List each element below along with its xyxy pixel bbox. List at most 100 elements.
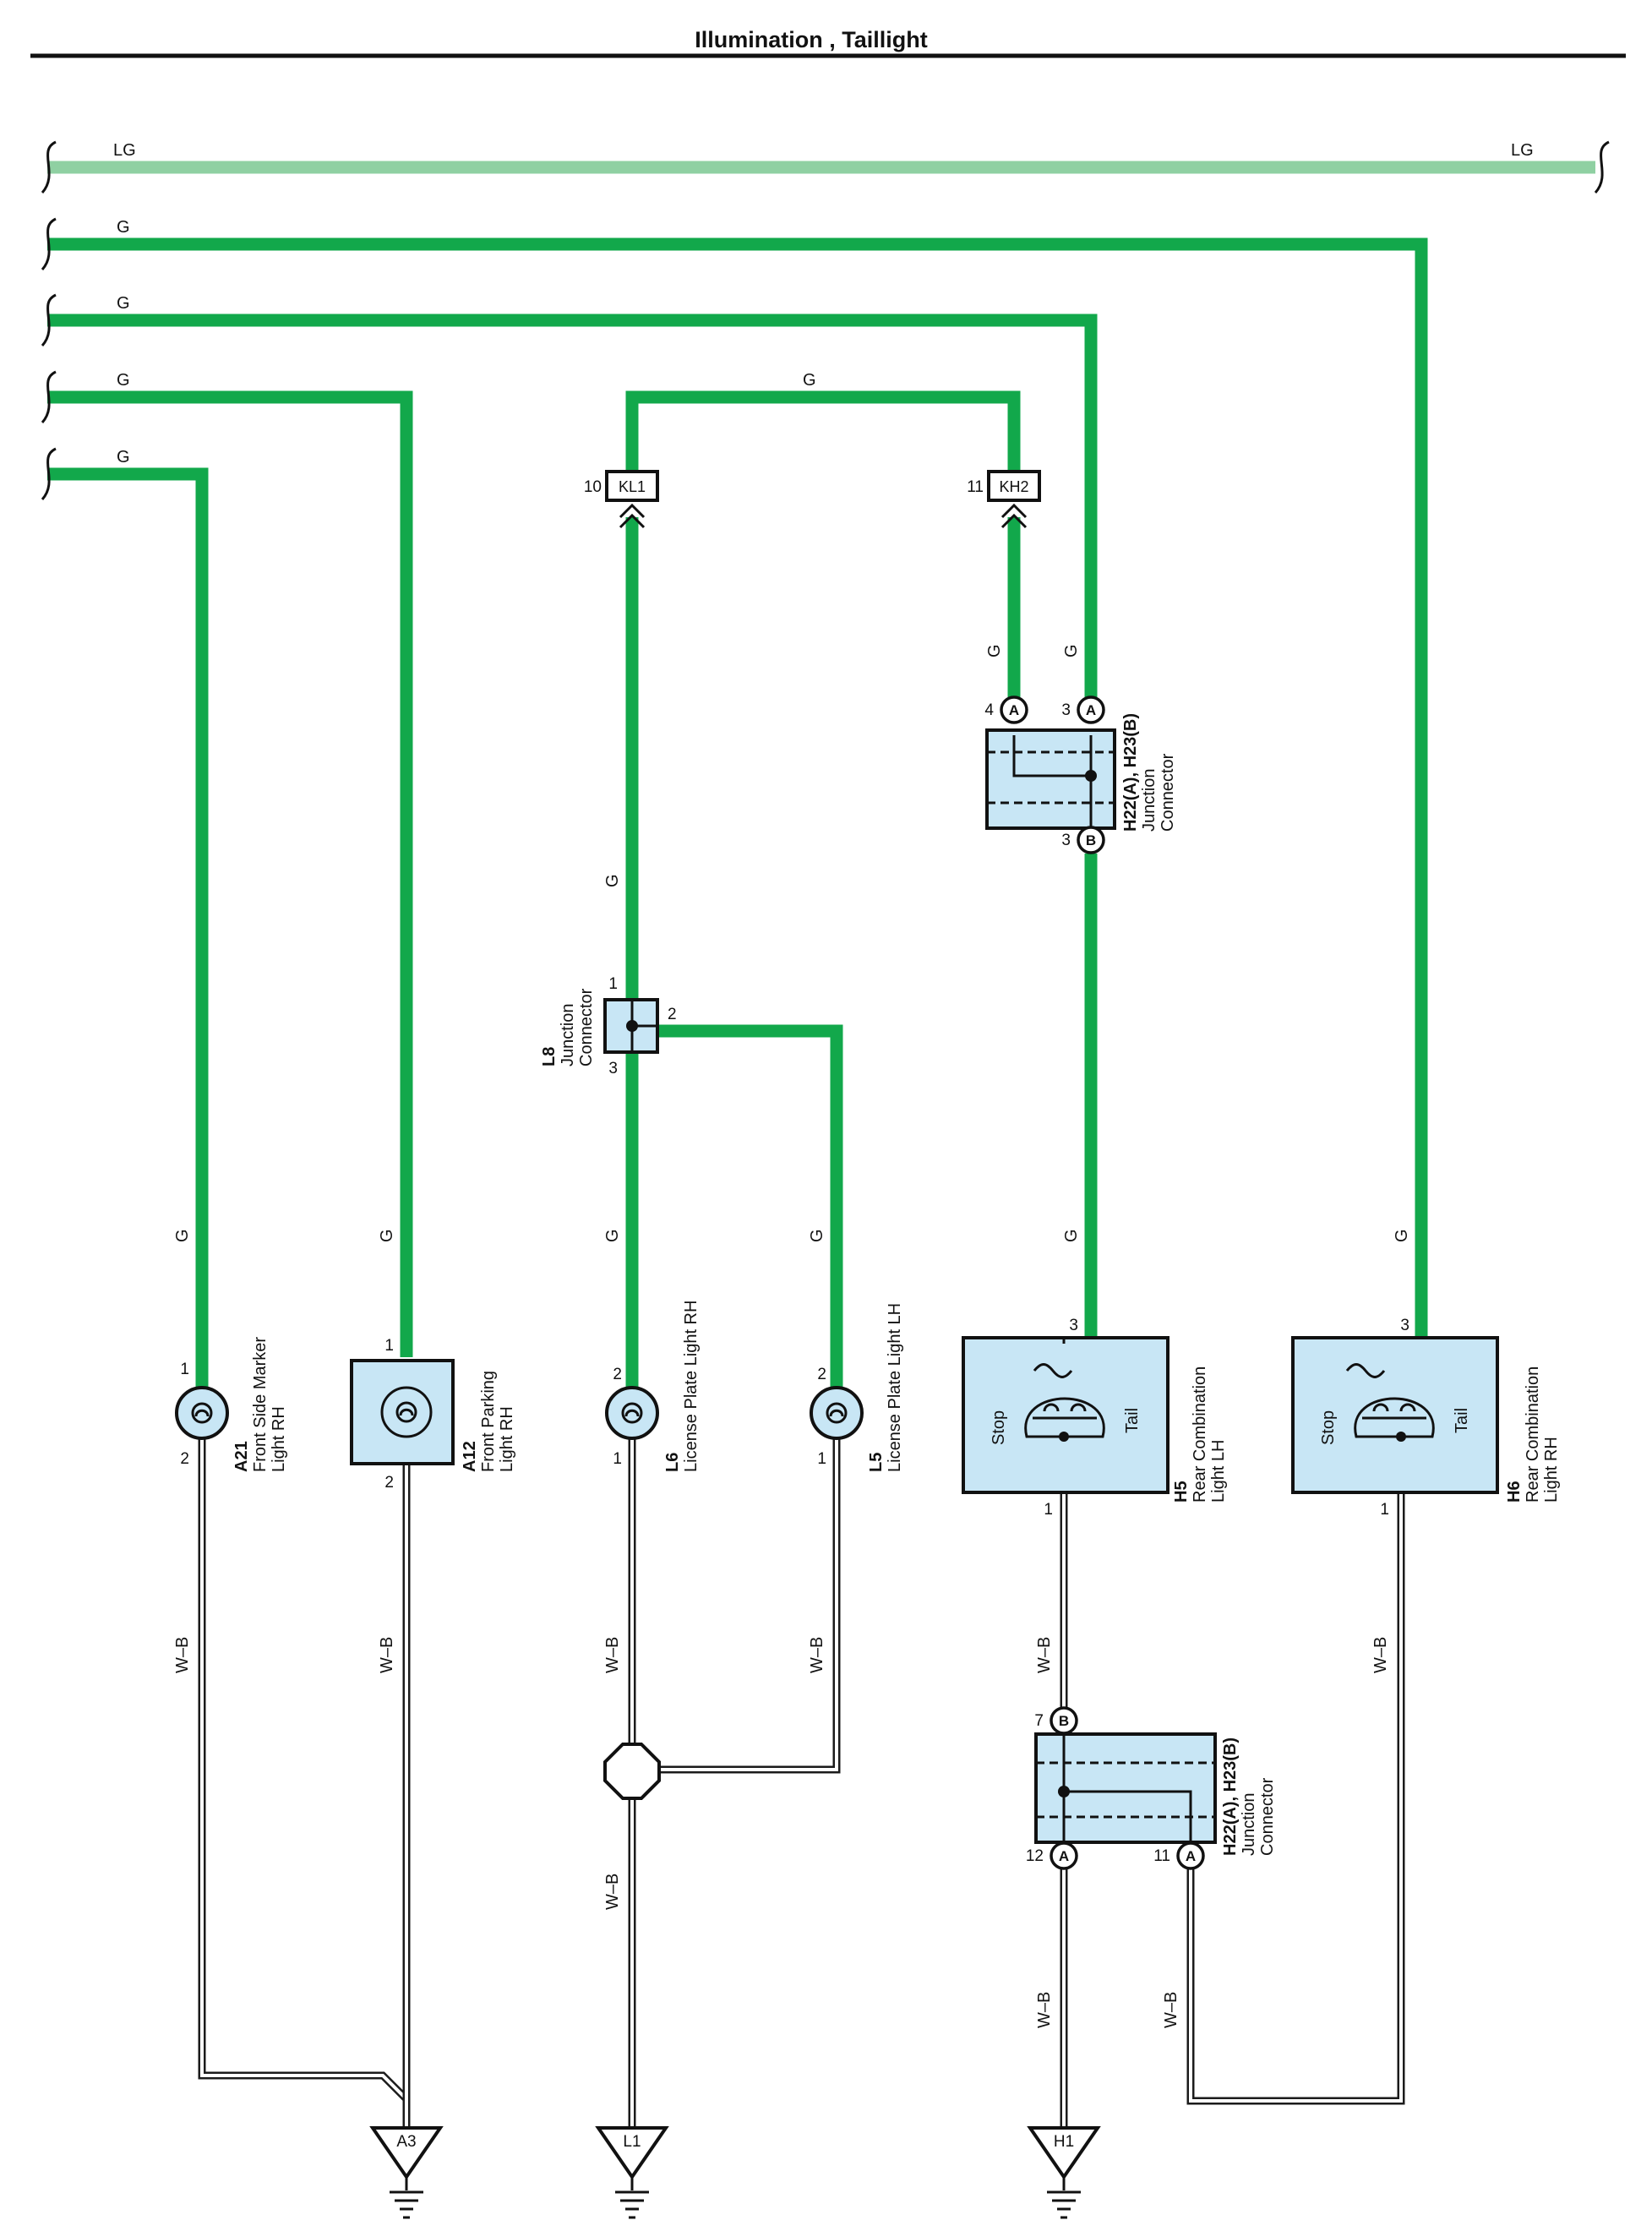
component-name: Light RH <box>1542 1437 1561 1503</box>
wire-label-g: G <box>117 448 130 466</box>
wire-break-g1 <box>41 217 57 271</box>
wire-label-lg-right: LG <box>1511 141 1534 160</box>
wire-g-h6 <box>47 237 1428 1338</box>
component-code: H22(A), H23(B) <box>1221 1737 1240 1856</box>
pin-number: 2 <box>384 1474 394 1492</box>
component-name: Rear Combination <box>1191 1366 1209 1503</box>
terminal-circle <box>1176 1841 1205 1870</box>
wire-g-a12 <box>47 390 413 1357</box>
ground-label: A3 <box>396 2133 416 2151</box>
wire-label-g: G <box>173 1229 192 1242</box>
terminal-circle <box>1050 1841 1078 1870</box>
wire-break-g2 <box>41 293 57 347</box>
pin-number: 1 <box>613 1450 622 1468</box>
component-name: Connector <box>1258 1777 1277 1856</box>
pin-number: 1 <box>817 1450 826 1468</box>
component-code: A12 <box>461 1441 479 1472</box>
component-name: License Plate Light LH <box>886 1303 904 1472</box>
component-name: License Plate Light RH <box>682 1301 701 1472</box>
wire-break-lg-right <box>1594 140 1610 194</box>
terminal-circle <box>1050 1706 1078 1735</box>
wire-label-g: G <box>803 371 816 390</box>
tail-filament-label: Tail <box>1123 1408 1142 1433</box>
stop-filament-label: Stop <box>990 1410 1008 1445</box>
pin-number: 3 <box>1400 1317 1409 1334</box>
component-code: L5 <box>867 1453 886 1472</box>
ground-label: H1 <box>1054 2133 1074 2151</box>
component-name: Light LH <box>1209 1440 1228 1503</box>
pin-number: 1 <box>1380 1501 1389 1519</box>
connector-kh2: KH2 11 <box>967 470 1041 529</box>
component-code: L8 <box>540 1047 559 1066</box>
component-h6: Stop Tail 3 1 H6 Rear Combination Light … <box>1291 1317 1561 1519</box>
pin-number: 2 <box>180 1450 189 1468</box>
wire-wb-l5 <box>659 1438 841 1774</box>
component-name: Light RH <box>498 1406 516 1472</box>
wire-break-lg-left <box>41 140 57 194</box>
pin-number: 3 <box>1069 1317 1078 1334</box>
pin-number: 1 <box>1044 1501 1053 1519</box>
wire-label-lg-left: LG <box>113 141 136 160</box>
component-h5: Stop Tail 3 1 H5 Rear Combination Light … <box>962 1317 1228 1519</box>
wire-label-g: G <box>603 874 622 887</box>
terminal-circle <box>1077 826 1105 854</box>
component-name: Connector <box>577 988 596 1066</box>
component-name: Connector <box>1159 753 1177 832</box>
junction-l8: 1 2 3 L8 Junction Connector <box>540 975 677 1077</box>
wire-g-h22-a3 <box>47 314 1098 722</box>
ground-icon <box>615 2190 649 2219</box>
pin-number: 3 <box>1061 701 1071 719</box>
wire-label-g: G <box>603 1229 622 1242</box>
diagram-title: Illumination , Taillight <box>695 27 927 52</box>
terminal-letter: B <box>1086 832 1096 848</box>
component-name: Front Parking <box>479 1371 498 1472</box>
ground-label: L1 <box>623 2133 641 2151</box>
pin-number: 1 <box>180 1361 189 1378</box>
wire-label-wb: W–B <box>603 1874 622 1910</box>
ground-icon <box>390 2190 423 2219</box>
connector-chevron-icon <box>1000 503 1028 529</box>
pin-number: 3 <box>608 1060 618 1077</box>
wire-label-wb: W–B <box>603 1637 622 1673</box>
pin-number: 2 <box>613 1366 622 1383</box>
pin-number: 12 <box>1026 1847 1044 1865</box>
wire-label-g: G <box>117 371 130 390</box>
connector-kh2-pin: 11 <box>967 478 984 496</box>
wire-g-a21 <box>47 467 209 1388</box>
wire-label-wb: W–B <box>1162 1992 1180 2028</box>
junction-h22-bottom: B 7 A 12 A 11 H22(A), H23(B) Junction Co… <box>1026 1706 1277 1870</box>
component-name: Rear Combination <box>1524 1366 1542 1503</box>
component-a21: 1 2 A21 Front Side Marker Light RH <box>175 1337 288 1472</box>
ground-h1: H1 <box>1027 2126 1101 2219</box>
wire-label-wb: W–B <box>1035 1992 1054 2028</box>
pin-number: 2 <box>668 1006 677 1023</box>
pin-number: 7 <box>1034 1712 1044 1730</box>
terminal-letter: B <box>1059 1713 1069 1729</box>
terminal-circle <box>1000 695 1028 724</box>
terminal-letter: A <box>1059 1848 1069 1864</box>
wire-wb-a21 <box>198 1438 411 2128</box>
pin-number: 3 <box>1061 832 1071 849</box>
connector-kh2-name: KH2 <box>999 478 1028 495</box>
wire-g-l5 <box>646 1024 843 1388</box>
component-code: H5 <box>1172 1481 1191 1503</box>
terminal-letter: A <box>1086 702 1096 718</box>
wire-label-wb: W–B <box>1371 1637 1390 1673</box>
component-a12: 1 2 A12 Front Parking Light RH <box>350 1337 516 1492</box>
wire-label-g: G <box>1393 1229 1411 1242</box>
wire-g-kl1-kh2 <box>625 390 1021 487</box>
component-name: Light RH <box>270 1406 288 1472</box>
wire-break-g4 <box>41 447 57 501</box>
wire-label-wb: W–B <box>1035 1637 1054 1673</box>
pin-number: 4 <box>984 701 994 719</box>
component-name: Junction <box>1140 769 1159 832</box>
component-l5: 2 1 L5 License Plate Light LH <box>810 1303 904 1472</box>
component-name: Junction <box>1240 1793 1258 1857</box>
component-l6: 2 1 L6 License Plate Light RH <box>605 1301 701 1472</box>
wire-label-g: G <box>1062 1229 1081 1242</box>
component-code: L6 <box>663 1453 682 1472</box>
wire-label-g: G <box>1062 644 1081 657</box>
component-name: Junction <box>559 1004 577 1067</box>
junction-h22-top: A 4 A 3 B 3 H22(A), H23(B) Junction Conn… <box>984 695 1177 854</box>
